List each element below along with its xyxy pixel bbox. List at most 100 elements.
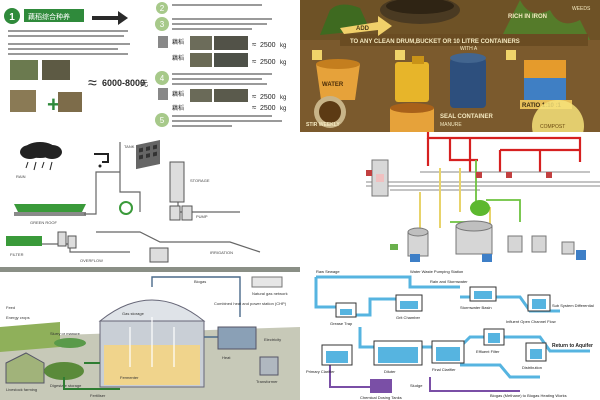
yield-value: 6000-8000 xyxy=(102,78,145,88)
step1-badge xyxy=(4,8,20,24)
label-electricity: Electricity xyxy=(264,337,281,342)
transformer-icon xyxy=(259,356,279,376)
industrial-process-panel xyxy=(300,132,600,267)
red-valve-3 xyxy=(506,172,512,178)
step-text-lines xyxy=(172,4,272,30)
description-text-lines xyxy=(8,30,130,55)
industrial-process-diagram xyxy=(300,132,600,267)
compost-tea-panel: RICH IN IRON WEEDS TO ANY CLEAN DRUM,BUC… xyxy=(300,0,600,132)
photo-row3b xyxy=(214,89,248,102)
photo-row1b xyxy=(214,36,248,50)
filter-trough-icon xyxy=(6,236,42,246)
gas-grid-box xyxy=(251,276,283,288)
photo-snail xyxy=(42,60,70,80)
vessel-1 xyxy=(57,231,67,247)
marker-1 xyxy=(312,50,322,60)
label-water-pumping: Water Waste Pumping Station xyxy=(410,269,463,274)
step4-badge xyxy=(155,71,169,85)
right-arrow-icon xyxy=(92,11,128,25)
row4-unit: kg xyxy=(280,106,286,112)
caption-weeds: WEEDS xyxy=(572,6,591,12)
row4-label: 藕稻 xyxy=(172,104,184,112)
label-overflow: OVERFLOW xyxy=(80,258,103,263)
label-storage: STORAGE xyxy=(190,178,210,183)
sludge-pipe xyxy=(329,357,520,392)
photo-row3a xyxy=(190,89,212,102)
label-biogas-works: Biogas (Methane) to Biogas Heating Works xyxy=(490,393,567,398)
label-seal: SEAL CONTAINER xyxy=(440,114,493,120)
add-arrow-icon xyxy=(340,16,392,36)
photo-row1a xyxy=(190,36,212,50)
vessel-2 xyxy=(67,235,77,249)
biogas-plant-panel: Livestock farming Digestate storage Slur… xyxy=(0,267,300,400)
rice-lotus-infographic-panel: 1 藕稻综合种养 + ≈ 6000-8000 元 2 3 xyxy=(0,0,300,132)
label-chemical: Chemical Dosing Tanks xyxy=(360,395,402,400)
row3-label: 藕稻 xyxy=(172,90,184,98)
blue-bin-1 xyxy=(410,254,420,262)
small-vessel-1 xyxy=(507,235,523,253)
caption-containers: TO ANY CLEAN DRUM,BUCKET OR 10 LITRE CON… xyxy=(350,39,520,45)
red-valve-4 xyxy=(546,172,552,178)
label-grit: Grit Chamber xyxy=(396,315,421,320)
label-rain-stormwater: Rain and Stormwater xyxy=(430,279,468,284)
feed-pipe xyxy=(63,362,120,390)
row3-approx: ≈ xyxy=(252,92,257,101)
wastewater-treatment-panel: Raw Sewage Water Waste Pumping Station R… xyxy=(300,267,600,400)
row1-label: 藕稻 xyxy=(172,38,184,46)
label-fertiliser: Fertiliser xyxy=(90,393,106,398)
barn-icon xyxy=(5,352,45,384)
bottom-tank-icon xyxy=(149,247,169,263)
row3-value: 2500 xyxy=(260,94,276,101)
chemical-dosing-tank xyxy=(370,379,392,393)
down-arrow-icon-2 xyxy=(158,88,168,100)
yield-unit: 元 xyxy=(140,79,148,88)
label-with: WITH A xyxy=(460,46,478,52)
row1-unit: kg xyxy=(280,43,286,49)
label-effluent: Effluent Filter xyxy=(476,349,500,354)
control-panel-icon xyxy=(136,139,160,170)
label-fermenter: Fermenter xyxy=(120,375,139,380)
plus-icon: + xyxy=(47,92,60,117)
digestate-dome xyxy=(44,362,84,380)
label-sub-system: Sub System Differential xyxy=(552,303,594,308)
label-heat: Heat xyxy=(222,355,231,360)
red-valve-1 xyxy=(366,170,372,176)
caption-rich-in-iron: RICH IN IRON xyxy=(508,14,547,20)
small-vessel-2 xyxy=(531,235,547,253)
tank-icon xyxy=(169,161,185,203)
label-slurry: Slurry or manure xyxy=(50,331,81,336)
row2-label: 藕稻 xyxy=(172,54,184,62)
chp-unit-icon xyxy=(217,326,257,350)
label-water: WATER xyxy=(322,82,344,88)
sun-icon xyxy=(532,100,584,132)
step2-badge xyxy=(156,2,168,14)
label-gas-storage: Gas storage xyxy=(122,311,145,316)
jerrycan-icon xyxy=(395,62,429,102)
plants-leaves xyxy=(500,0,590,40)
barrel-icon xyxy=(450,58,486,108)
label-transformer: Transformer xyxy=(256,379,278,384)
label-livestock: Livestock farming xyxy=(6,387,37,392)
step2-number: 2 xyxy=(160,4,165,13)
rice-lotus-infographic: 1 藕稻综合种养 + ≈ 6000-8000 元 2 3 xyxy=(4,2,286,127)
vessel-4 xyxy=(181,205,193,221)
marker-2 xyxy=(395,50,405,60)
row4-approx: ≈ xyxy=(252,103,257,112)
photo-snail-2 xyxy=(10,90,36,112)
label-digestate: Digestate storage xyxy=(50,383,82,388)
label-return: Return to Aquifer xyxy=(552,343,593,349)
step5-text-lines xyxy=(172,115,282,127)
green-roof-icon xyxy=(14,204,86,212)
label-stormwater-basin: Stormwater Basin xyxy=(460,305,492,310)
faucet-icon xyxy=(94,153,109,163)
step3-badge xyxy=(155,17,169,31)
bucket-icon xyxy=(316,64,360,100)
wastewater-treatment-diagram: Raw Sewage Water Waste Pumping Station R… xyxy=(300,267,600,400)
label-irrigation: IRRIGATION xyxy=(210,250,233,255)
approx-icon: ≈ xyxy=(88,75,97,92)
label-manure: MANURE xyxy=(440,122,462,128)
step3-number: 3 xyxy=(160,20,165,29)
step5-number: 5 xyxy=(160,116,165,125)
label-influent: Influent Open Channel Flow xyxy=(506,319,556,324)
photo-row2a xyxy=(190,53,212,67)
